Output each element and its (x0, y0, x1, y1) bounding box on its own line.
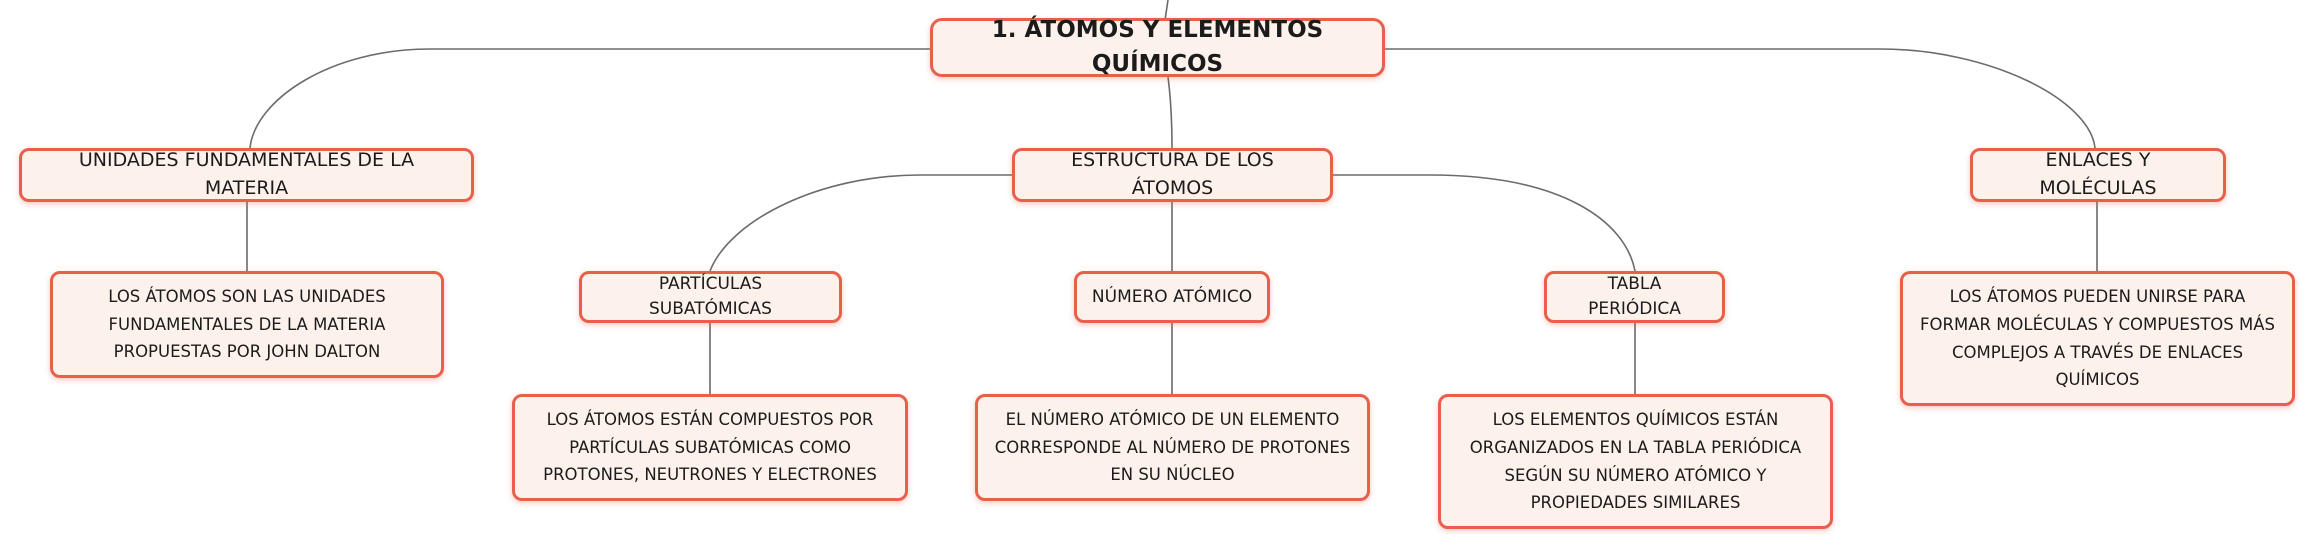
detail-numero-atomico[interactable]: EL NÚMERO ATÓMICO DE UN ELEMENTO CORRESP… (975, 394, 1370, 501)
detail-particulas-subatomicas[interactable]: LOS ÁTOMOS ESTÁN COMPUESTOS POR PARTÍCUL… (512, 394, 908, 501)
topic-unidades-fundamentales[interactable]: UNIDADES FUNDAMENTALES DE LA MATERIA (19, 148, 474, 202)
detail-enlaces-moleculas[interactable]: LOS ÁTOMOS PUEDEN UNIRSE PARA FORMAR MOL… (1900, 271, 2295, 406)
connector-estructura-tabla (1333, 174, 1636, 272)
topic-estructura-atomos[interactable]: ESTRUCTURA DE LOS ÁTOMOS (1012, 148, 1333, 202)
connector-root-unidades (249, 48, 930, 149)
detail-tabla-periodica[interactable]: LOS ELEMENTOS QUÍMICOS ESTÁN ORGANIZADOS… (1438, 394, 1833, 529)
detail-unidades-fundamentales[interactable]: LOS ÁTOMOS SON LAS UNIDADES FUNDAMENTALE… (50, 271, 444, 378)
connector-root-estructura (1167, 76, 1173, 149)
topic-enlaces-moleculas[interactable]: ENLACES Y MOLÉCULAS (1970, 148, 2226, 202)
connector-estructura-particulas (709, 174, 1012, 272)
connector-top-stub (1164, 0, 1169, 21)
root-topic-node[interactable]: 1. ÁTOMOS Y ELEMENTOS QUÍMICOS (930, 17, 1385, 77)
subtopic-numero-atomico[interactable]: NÚMERO ATÓMICO (1074, 271, 1270, 323)
connector-root-enlaces (1385, 48, 2096, 149)
subtopic-particulas-subatomicas[interactable]: PARTÍCULAS SUBATÓMICAS (579, 271, 842, 323)
subtopic-tabla-periodica[interactable]: TABLA PERIÓDICA (1544, 271, 1725, 323)
